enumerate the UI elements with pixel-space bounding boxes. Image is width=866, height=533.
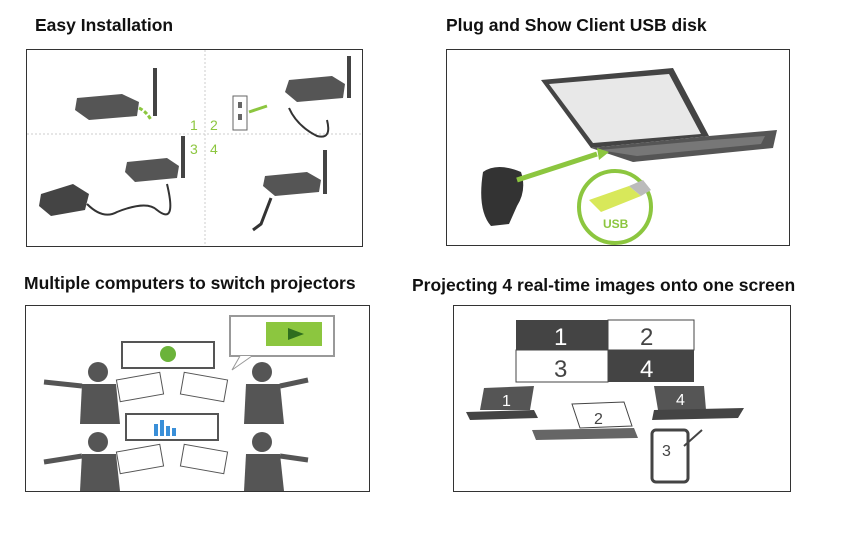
step-label-2: 2 — [210, 117, 218, 133]
person-icon — [244, 362, 309, 424]
device-label-4: 4 — [676, 392, 685, 409]
device-label-2: 2 — [594, 411, 603, 428]
laptop-icon: 1 — [466, 386, 538, 420]
step-label-1: 1 — [190, 117, 198, 133]
laptop-icon — [179, 443, 229, 475]
laptop-icon — [179, 371, 229, 403]
laptop-icon: 2 — [532, 401, 638, 440]
split-screen-grid: 1 2 3 4 — [515, 319, 695, 383]
usb-label: USB — [603, 217, 629, 231]
grid-label-4: 4 — [640, 356, 653, 383]
plug-and-show-illustration: USB — [446, 49, 790, 246]
projector-screen-icon — [125, 413, 219, 441]
step-label-4: 4 — [210, 141, 218, 157]
panel-title-plug-and-show: Plug and Show Client USB disk — [446, 15, 707, 35]
panel-title-projecting-four-images: Projecting 4 real-time images onto one s… — [412, 275, 796, 295]
multiple-computers-illustration — [25, 305, 370, 492]
grid-label-3: 3 — [554, 356, 567, 383]
step-label-3: 3 — [190, 141, 198, 157]
panel-title-easy-installation: Easy Installation — [35, 15, 174, 35]
wireless-receiver-icon — [125, 136, 185, 182]
wireless-receiver-icon — [75, 68, 157, 121]
usb-disk-icon: USB — [577, 169, 653, 245]
wall-socket-icon — [232, 95, 268, 131]
person-icon — [43, 362, 120, 424]
power-adapter-icon — [39, 183, 172, 216]
speech-bubble-icon — [229, 315, 335, 371]
easy-installation-illustration: 1 2 3 4 — [26, 49, 363, 247]
laptop-icon — [115, 371, 165, 403]
laptop-icon — [115, 443, 165, 475]
device-label-3: 3 — [662, 443, 671, 460]
wireless-receiver-icon — [285, 56, 351, 138]
projector-screen-icon — [121, 341, 215, 369]
person-icon — [244, 432, 309, 491]
projecting-four-images-illustration: 1 2 3 4 1 2 4 3 — [453, 305, 791, 492]
grid-label-2: 2 — [640, 324, 653, 351]
hand-icon — [481, 167, 524, 226]
wireless-receiver-icon — [252, 150, 327, 232]
person-icon — [43, 432, 120, 491]
laptop-icon — [541, 68, 777, 162]
plug-arrow — [516, 151, 598, 183]
grid-label-1: 1 — [554, 324, 567, 351]
laptop-icon: 4 — [652, 386, 744, 420]
panel-title-multiple-computers: Multiple computers to switch projectors — [24, 273, 356, 293]
mobile-device-icon: 3 — [650, 428, 703, 484]
device-label-1: 1 — [502, 393, 511, 410]
